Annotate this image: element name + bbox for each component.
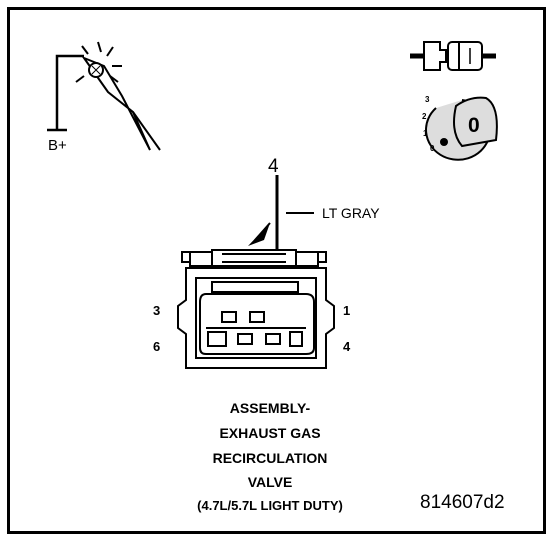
key-position-3: 3 (425, 95, 430, 104)
caption-line-5: (4.7L/5.7L LIGHT DUTY) (197, 498, 343, 513)
pin-label-3: 3 (153, 303, 161, 318)
wire-color-leader (248, 212, 314, 246)
pin-label-4: 4 (343, 339, 351, 354)
key-position-1: 1 (423, 129, 428, 138)
figure-frame (7, 7, 546, 534)
ignition-key-icon (425, 96, 498, 161)
pin-callout-number: 4 (268, 156, 279, 177)
connector-face (177, 249, 335, 369)
caption-line-2: EXHAUST GAS (219, 425, 321, 441)
pin-label-6: 6 (153, 339, 161, 354)
pin-label-1: 1 (343, 303, 351, 318)
wire-color-label: LT GRAY (322, 205, 380, 221)
b-plus-label: B+ (48, 137, 67, 154)
key-position-2: 2 (422, 112, 427, 121)
connector-disconnect-icon (410, 41, 496, 71)
caption-line-3: RECIRCULATION (212, 450, 328, 466)
caption-line-1: ASSEMBLY- (229, 400, 311, 416)
caption-line-4: VALVE (247, 474, 293, 490)
key-face-label: 0 (468, 114, 480, 137)
test-light-probe-icon (47, 41, 161, 151)
key-position-0: 0 (430, 144, 435, 153)
figure-id: 814607d2 (420, 492, 505, 513)
